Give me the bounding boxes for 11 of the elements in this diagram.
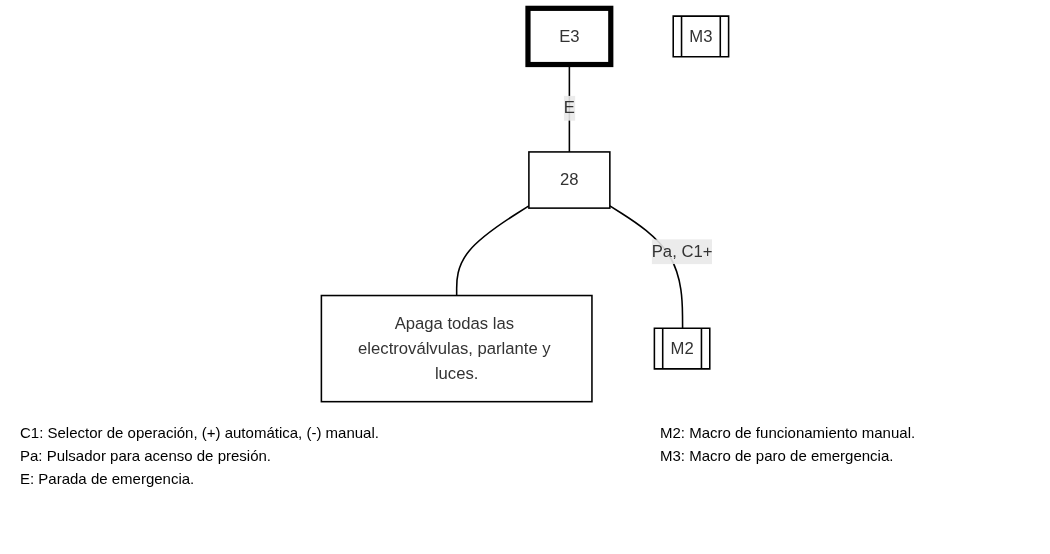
edge-label: Pa, C1+ (651, 242, 713, 261)
node-box: 28 (528, 151, 611, 209)
legend-note: C1: Selector de operación, (+) automática, (-) manual. (20, 424, 380, 441)
node-box: Apaga todas las electroválvulas, parlante y luces. (320, 294, 593, 403)
connector (455, 205, 530, 297)
legend-note: M2: Macro de funcionamiento manual. (660, 424, 917, 441)
node-box: E3 (525, 5, 614, 68)
edge-label: E (563, 98, 575, 117)
legend-note: E: Parada de emergencia. (20, 470, 196, 487)
legend-note: Pa: Pulsador para acenso de presión. (20, 447, 272, 464)
legend-note: M3: Macro de paro de emergencia. (660, 447, 895, 464)
